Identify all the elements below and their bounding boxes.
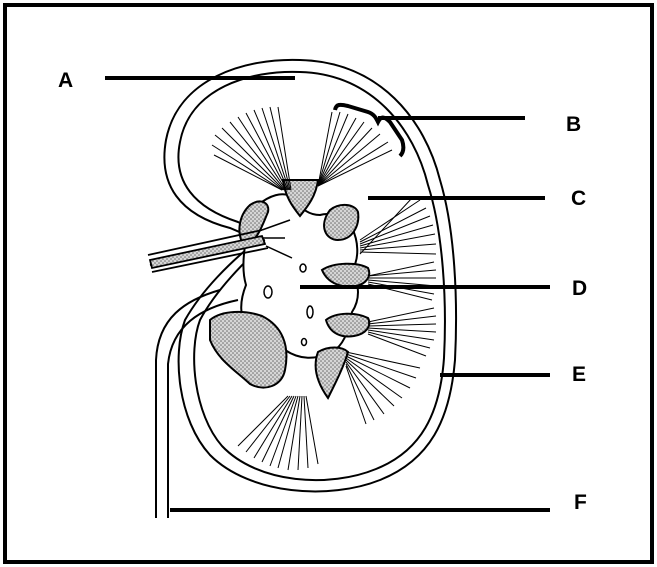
- label-c: C: [571, 187, 586, 210]
- label-e: E: [572, 363, 586, 386]
- label-b: B: [566, 113, 581, 136]
- label-f: F: [574, 491, 587, 514]
- label-a: A: [58, 69, 73, 92]
- label-d: D: [572, 277, 587, 300]
